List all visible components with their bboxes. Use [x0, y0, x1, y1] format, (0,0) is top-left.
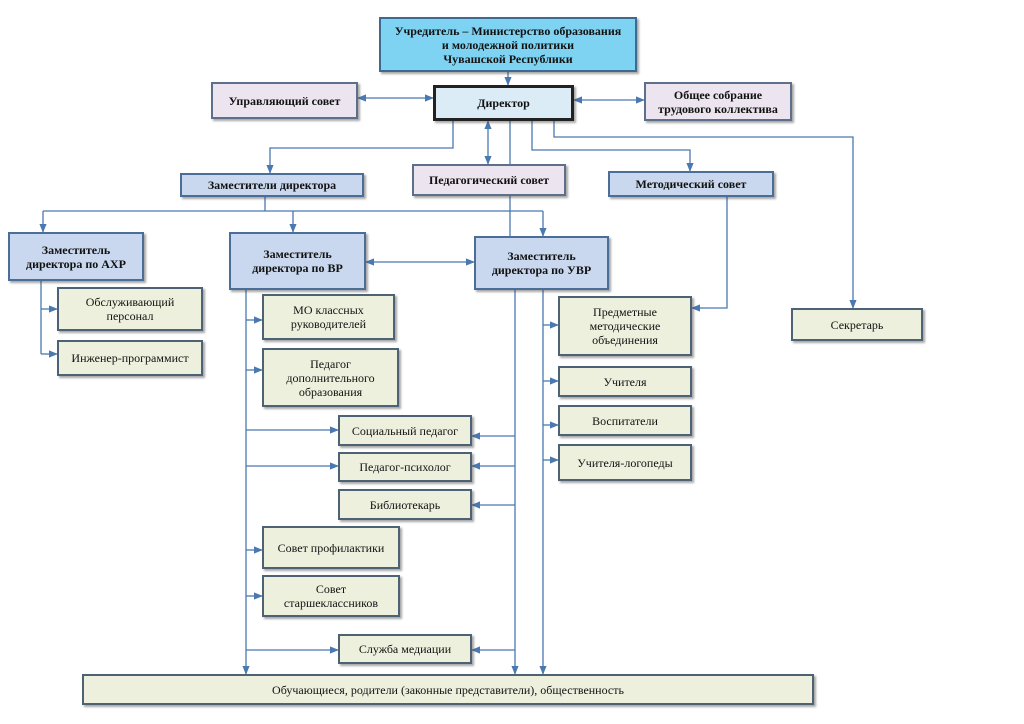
- community-node: Обучающиеся, родители (законные представ…: [82, 674, 814, 705]
- director-node: Директор: [433, 85, 574, 121]
- deputy-ahr-node: Заместитель директора по АХР: [8, 232, 144, 281]
- deputies-node: Заместители директора: [180, 173, 364, 197]
- subject-associations-node: Предметные методические объединения: [558, 296, 692, 356]
- prevention-council-node: Совет профилактики: [262, 526, 400, 569]
- founder-node: Учредитель – Министерство образования и …: [379, 17, 637, 72]
- speech-therapists-node: Учителя-логопеды: [558, 444, 692, 481]
- service-staff-node: Обслуживающий персонал: [57, 287, 203, 331]
- social-pedagogue-node: Социальный педагог: [338, 415, 472, 446]
- deputy-vr-node: Заместитель директора по ВР: [229, 232, 366, 290]
- educators-node: Воспитатели: [558, 405, 692, 436]
- librarian-node: Библиотекарь: [338, 489, 472, 520]
- psychologist-node: Педагог-психолог: [338, 452, 472, 482]
- deputy-uvr-node: Заместитель директора по УВР: [474, 236, 609, 290]
- engineer-programmer-node: Инженер-программист: [57, 340, 203, 376]
- mo-class-teachers-node: МО классных руководителей: [262, 294, 395, 340]
- additional-ed-teacher-node: Педагог дополнительного образования: [262, 348, 399, 407]
- methodical-council-node: Методический совет: [608, 171, 774, 197]
- teachers-node: Учителя: [558, 366, 692, 397]
- pedagogical-council-node: Педагогический совет: [412, 164, 566, 196]
- general-meeting-node: Общее собрание трудового коллектива: [644, 82, 792, 121]
- secretary-node: Секретарь: [791, 308, 923, 341]
- managing-council-node: Управляющий совет: [211, 82, 358, 119]
- senior-students-council-node: Совет старшеклассников: [262, 575, 400, 617]
- mediation-service-node: Служба медиации: [338, 634, 472, 664]
